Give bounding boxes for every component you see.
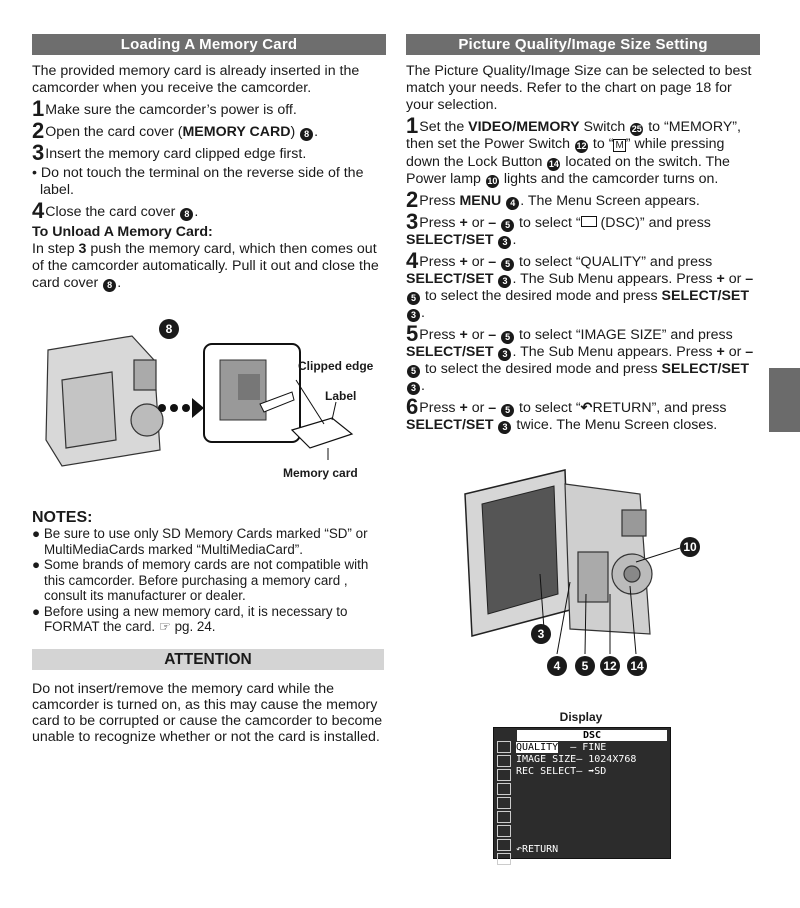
callout-12: 12	[600, 656, 620, 676]
callout-14: 14	[627, 656, 647, 676]
lcd-row-rec-select: REC SELECT– ➡SD	[516, 766, 607, 777]
picture-quality-header: Picture Quality/Image Size Setting	[406, 34, 760, 55]
callout-4: 4	[547, 656, 567, 676]
unload-text: In step 3 push the memory card, which th…	[32, 241, 379, 292]
note-3: ● Before using a new memory card, it is …	[32, 603, 348, 635]
camcorder-card-figure	[45, 335, 354, 467]
lcd-header: DSC	[517, 730, 667, 741]
display-title: Display	[559, 710, 603, 724]
menu-icon	[497, 811, 511, 823]
menu-icon	[497, 797, 511, 809]
right-column: Picture Quality/Image Size Setting The P…	[406, 34, 760, 434]
pq-intro: The Picture Quality/Image Size can be se…	[406, 63, 752, 113]
label-label: Label	[325, 389, 357, 403]
callout-3: 3	[531, 624, 551, 644]
callout-8: 8	[159, 319, 179, 339]
section-tab	[769, 368, 800, 432]
unload-title: To Unload A Memory Card:	[32, 224, 213, 240]
loading-intro: The provided memory card is already inse…	[32, 63, 360, 96]
menu-icon	[497, 839, 511, 851]
camcorder-lcd-figure	[464, 469, 680, 654]
card-slot-detail	[203, 343, 301, 443]
lcd-row-quality: QUALITY – FINE	[516, 742, 607, 753]
lcd-menu-icons	[497, 741, 511, 867]
loading-card-header: Loading A Memory Card	[32, 34, 386, 55]
menu-icon	[497, 741, 511, 753]
attention-header: ATTENTION	[32, 649, 384, 670]
menu-icon	[497, 769, 511, 781]
camcorder-body-right	[564, 483, 653, 635]
note-1: ● Be sure to use only SD Memory Cards ma…	[32, 526, 368, 557]
lcd-display: DSC QUALITY – FINE IMAGE SIZE– 1024X768 …	[493, 727, 671, 865]
lcd-return: ↶RETURN	[516, 844, 559, 855]
step-3-note: • Do not touch the terminal on the rever…	[32, 165, 364, 198]
lcd-panel-illustration	[464, 469, 571, 637]
callout-10: 10	[680, 537, 700, 557]
lcd-row-image-size: IMAGE SIZE– 1024X768	[516, 754, 637, 765]
return-icon: ↶	[580, 400, 593, 416]
notes-section: NOTES: ● Be sure to use only SD Memory C…	[32, 509, 386, 635]
insert-arrow	[158, 398, 204, 418]
clipped-edge-label: Clipped edge	[298, 359, 374, 373]
attention-text: Do not insert/remove the memory card whi…	[32, 681, 383, 745]
note-2: ● Some brands of memory cards are not co…	[32, 557, 369, 603]
menu-icon	[497, 825, 511, 837]
memory-card-label: Memory card	[283, 466, 358, 480]
menu-icon	[497, 755, 511, 767]
camera-icon	[497, 853, 511, 865]
camera-icon	[580, 216, 597, 227]
callout-5: 5	[575, 656, 595, 676]
memory-card-illustration	[290, 379, 354, 460]
menu-icon	[497, 783, 511, 795]
camcorder-body-illustration	[45, 335, 164, 467]
notes-title: NOTES:	[32, 509, 93, 526]
left-column: Loading A Memory Card The provided memor…	[32, 34, 386, 292]
